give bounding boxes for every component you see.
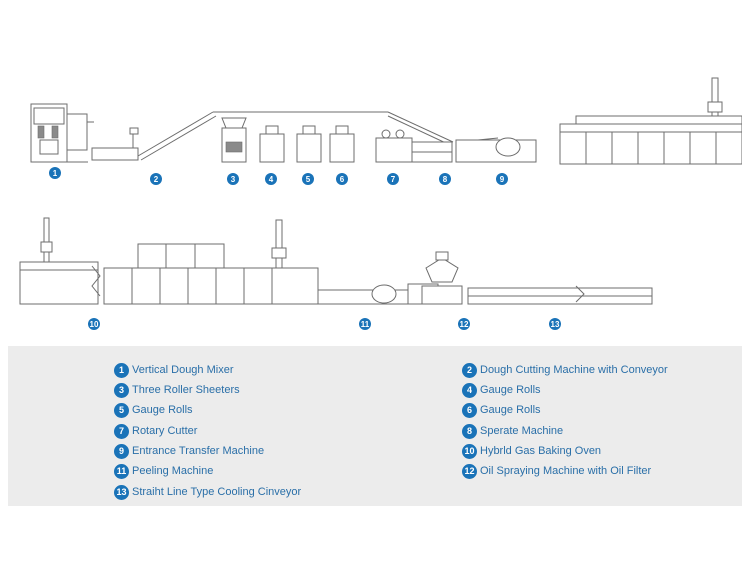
oil-spraying-drawing (421, 251, 463, 305)
svg-text:4: 4 (269, 175, 274, 184)
legend-label: Gauge Rolls (480, 384, 541, 396)
legend-number-badge: 1 (114, 362, 129, 378)
legend-item: 11 Peeling Machine (114, 462, 213, 480)
marker-13: 13 (549, 318, 561, 330)
gauge-rolls-4-drawing (259, 125, 285, 163)
legend-label: Dough Cutting Machine with Conveyor (480, 364, 668, 376)
svg-text:7: 7 (391, 175, 396, 184)
svg-text:12: 12 (460, 320, 469, 329)
marker-1: 1 (49, 167, 61, 179)
gauge-rolls-5-drawing (296, 125, 322, 163)
marker-3: 3 (227, 173, 239, 185)
legend-label: Rotary Cutter (132, 425, 198, 437)
legend-item: 6 Gauge Rolls (462, 401, 541, 419)
marker-11: 11 (359, 318, 371, 330)
legend-label: Three Roller Sheeters (132, 384, 240, 396)
legend-item: 13 Straiht Line Type Cooling Cinveyor (114, 483, 301, 501)
legend-number-badge: 10 (462, 443, 477, 459)
marker-4: 4 (265, 173, 277, 185)
svg-text:1: 1 (53, 169, 58, 178)
three-roller-sheeter-drawing (221, 117, 247, 163)
svg-text:11: 11 (361, 320, 370, 329)
marker-2: 2 (150, 173, 162, 185)
legend-label: Gauge Rolls (132, 404, 193, 416)
marker-6: 6 (336, 173, 348, 185)
cooling-conveyor-drawing (467, 285, 653, 305)
legend-item: 12 Oil Spraying Machine with Oil Filter (462, 462, 651, 480)
dough-cutting-conveyor-drawing (91, 127, 139, 161)
production-line-drawing: 1 2 3 4 5 6 7 8 9 10 11 12 13 (19, 77, 742, 330)
legend-number-badge: 7 (114, 423, 129, 439)
legend-number-badge: 9 (114, 443, 129, 459)
legend-item: 7 Rotary Cutter (114, 422, 197, 440)
legend-label: Straiht Line Type Cooling Cinveyor (132, 486, 302, 498)
svg-text:8: 8 (443, 175, 448, 184)
legend-item: 2 Dough Cutting Machine with Conveyor (462, 361, 668, 379)
baking-oven-bottom-drawing (19, 217, 319, 305)
legend-number-badge: 6 (462, 402, 477, 418)
legend-item: 10 Hybrld Gas Baking Oven (462, 442, 601, 460)
svg-text:6: 6 (340, 175, 345, 184)
peeling-machine-drawing (317, 283, 439, 305)
legend-item: 1 Vertical Dough Mixer (114, 361, 234, 379)
entrance-transfer-drawing (455, 137, 537, 163)
sperate-machine-drawing (411, 141, 453, 163)
legend-number-badge: 5 (114, 402, 129, 418)
svg-text:9: 9 (500, 175, 505, 184)
rotary-cutter-drawing (375, 129, 413, 163)
legend-item: 3 Three Roller Sheeters (114, 381, 240, 399)
legend-panel: 1 Vertical Dough Mixer 2 Dough Cutting M… (8, 346, 742, 506)
svg-text:3: 3 (231, 175, 236, 184)
legend-label: Sperate Machine (480, 425, 564, 437)
marker-5: 5 (302, 173, 314, 185)
marker-12: 12 (458, 318, 470, 330)
legend-label: Vertical Dough Mixer (132, 364, 234, 376)
svg-text:13: 13 (551, 320, 560, 329)
legend-label: Peeling Machine (132, 465, 214, 477)
legend-number-badge: 8 (462, 423, 477, 439)
marker-9: 9 (496, 173, 508, 185)
legend-item: 8 Sperate Machine (462, 422, 563, 440)
svg-text:2: 2 (154, 175, 159, 184)
svg-text:10: 10 (90, 320, 99, 329)
legend-number-badge: 3 (114, 382, 129, 398)
vertical-dough-mixer-drawing (30, 103, 94, 163)
legend-item: 9 Entrance Transfer Machine (114, 442, 264, 460)
svg-text:5: 5 (306, 175, 311, 184)
legend-number-badge: 12 (462, 463, 477, 479)
marker-8: 8 (439, 173, 451, 185)
marker-7: 7 (387, 173, 399, 185)
legend-number-badge: 11 (114, 463, 129, 479)
legend-label: Oil Spraying Machine with Oil Filter (480, 465, 652, 477)
legend-label: Entrance Transfer Machine (132, 445, 265, 457)
gauge-rolls-6-drawing (329, 125, 355, 163)
inclined-conveyor-drawing (137, 111, 454, 161)
legend-label: Gauge Rolls (480, 404, 541, 416)
legend-number-badge: 4 (462, 382, 477, 398)
legend-label: Hybrld Gas Baking Oven (480, 445, 602, 457)
legend-item: 4 Gauge Rolls (462, 381, 541, 399)
legend-number-badge: 2 (462, 362, 477, 378)
legend-item: 5 Gauge Rolls (114, 401, 193, 419)
baking-oven-top-drawing (559, 77, 742, 165)
marker-10: 10 (88, 318, 100, 330)
production-line-diagram: 1 2 3 4 5 6 7 8 9 10 11 12 13 (8, 52, 742, 346)
legend-number-badge: 13 (114, 484, 129, 500)
